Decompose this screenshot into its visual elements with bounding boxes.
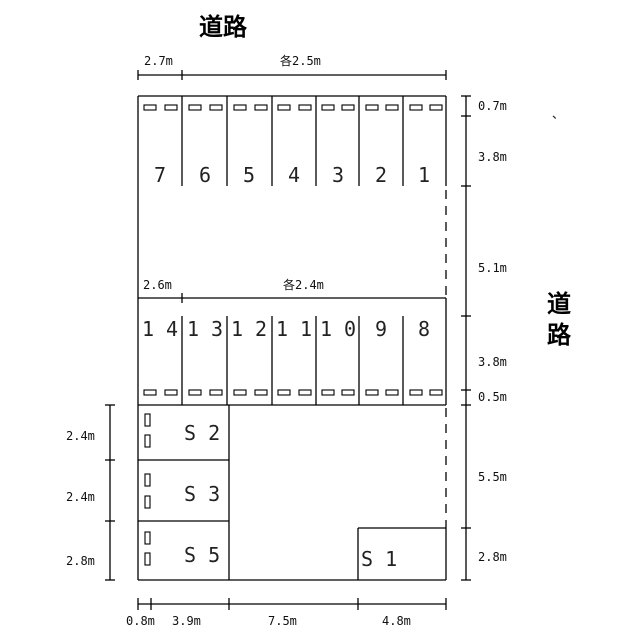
road-label-right-2: 路 xyxy=(547,321,572,349)
space-13: 1 3 xyxy=(187,317,223,341)
space-5: 5 xyxy=(243,163,255,187)
dim-top-each: 各2.5m xyxy=(280,53,321,68)
space-2: 2 xyxy=(375,163,387,187)
right-dimension: 0.7m 3.8m 5.1m 3.8m 0.5m 5.5m 2.8m xyxy=(461,95,507,581)
space-6: 6 xyxy=(199,163,211,187)
dim-left-0: 2.4m xyxy=(66,429,95,443)
space-s1-box: S 1 xyxy=(357,527,446,580)
dim-right-1: 3.8m xyxy=(478,150,507,164)
top-dimension: 2.7m 各2.5m xyxy=(137,53,447,80)
middle-row-dividers xyxy=(181,316,404,405)
dim-mid-first: 2.6m xyxy=(143,278,172,292)
space-s5: S 5 xyxy=(184,543,220,567)
dim-top-first: 2.7m xyxy=(144,54,173,68)
dim-bottom-1: 3.9m xyxy=(172,614,201,628)
dim-bottom-3: 4.8m xyxy=(382,614,411,628)
dim-right-5: 5.5m xyxy=(478,470,507,484)
top-row-numbers: 7 6 5 4 3 2 1 xyxy=(154,163,430,187)
space-10: 1 0 xyxy=(320,317,356,341)
road-label-right-1: 道 xyxy=(547,290,571,318)
bottom-dimension: 0.8m 3.9m 7.5m 4.8m xyxy=(126,598,447,628)
dim-bottom-2: 7.5m xyxy=(268,614,297,628)
road-label-top: 道路 xyxy=(199,13,248,41)
dim-right-0: 0.7m xyxy=(478,99,507,113)
top-row-wheel-stops xyxy=(143,104,443,111)
space-12: 1 2 xyxy=(231,317,267,341)
dim-left-2: 2.8m xyxy=(66,554,95,568)
space-9: 9 xyxy=(375,317,387,341)
space-s2: S 2 xyxy=(184,421,220,445)
side-spaces: S 2 S 3 S 5 xyxy=(138,405,230,580)
space-14: 1 4 xyxy=(142,317,178,341)
middle-row-wheel-stops xyxy=(143,389,443,396)
stray-mark: 、 xyxy=(552,107,564,121)
space-s3: S 3 xyxy=(184,482,220,506)
dim-right-6: 2.8m xyxy=(478,550,507,564)
lot-outline xyxy=(137,95,447,581)
dim-left-1: 2.4m xyxy=(66,490,95,504)
dim-mid-each: 各2.4m xyxy=(283,277,324,292)
middle-dimension: 2.6m 各2.4m xyxy=(138,277,446,303)
middle-row-numbers: 1 4 1 3 1 2 1 1 1 0 9 8 xyxy=(142,317,430,341)
dim-bottom-0: 0.8m xyxy=(126,614,155,628)
dim-right-2: 5.1m xyxy=(478,261,507,275)
space-11: 1 1 xyxy=(276,317,312,341)
dim-right-4: 0.5m xyxy=(478,390,507,404)
left-dimension: 2.4m 2.4m 2.8m xyxy=(66,404,115,581)
space-3: 3 xyxy=(332,163,344,187)
space-s1: S 1 xyxy=(361,547,397,571)
dim-right-3: 3.8m xyxy=(478,355,507,369)
space-4: 4 xyxy=(288,163,300,187)
space-8: 8 xyxy=(418,317,430,341)
space-7: 7 xyxy=(154,163,166,187)
space-1: 1 xyxy=(418,163,430,187)
top-row-dividers xyxy=(181,96,404,186)
